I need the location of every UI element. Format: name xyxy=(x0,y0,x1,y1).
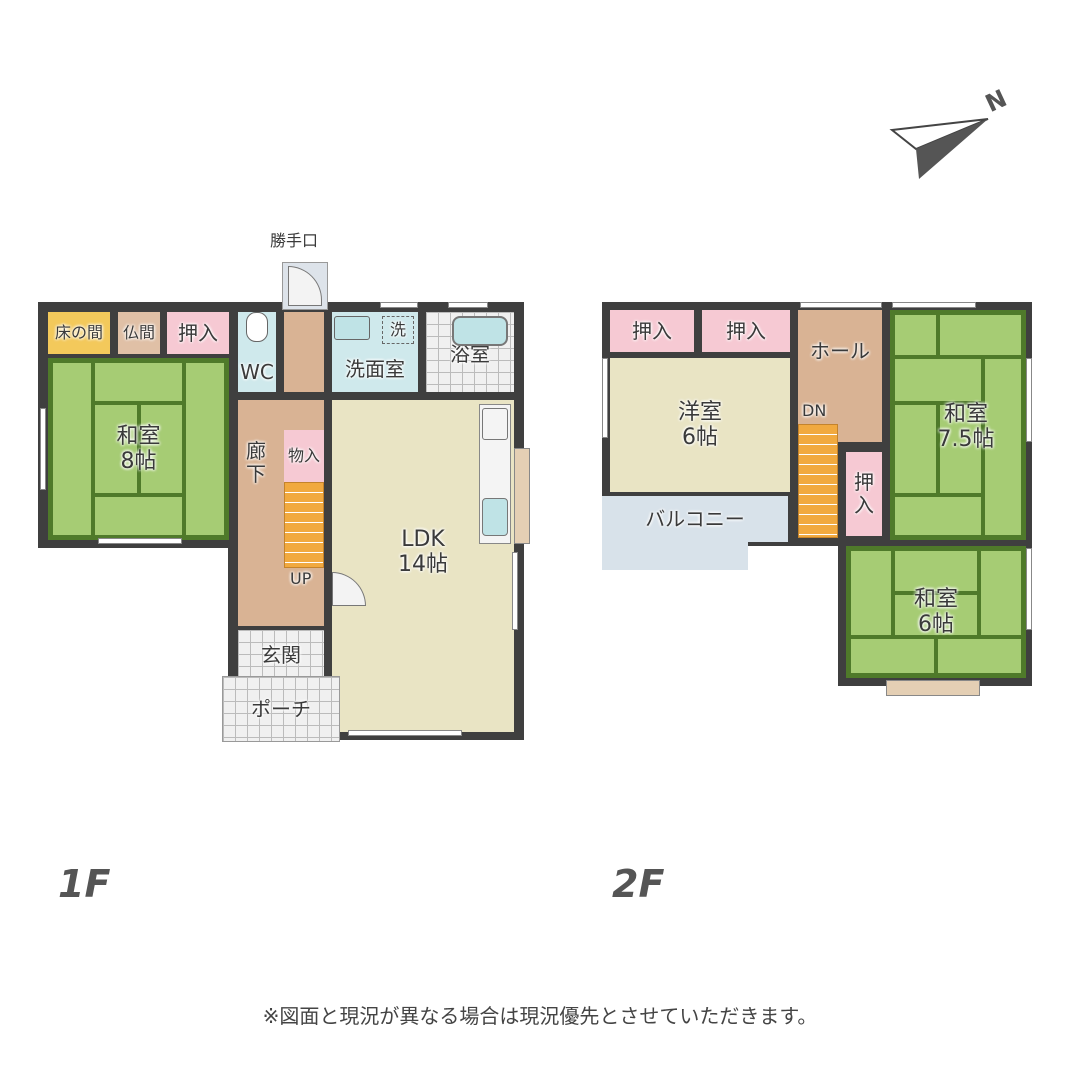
room-senmenjo: 洗面室 xyxy=(332,312,418,392)
label-up: UP xyxy=(290,569,312,588)
room-butsuma: 仏間 xyxy=(118,312,160,354)
room-washitsu-8: 和室 8帖 xyxy=(48,358,229,540)
room-oshiire-1f: 押入 xyxy=(167,312,229,354)
window xyxy=(892,302,976,308)
room-wc: WC xyxy=(238,312,276,392)
floor-label-2f: 2F xyxy=(612,862,665,906)
room-oshiire-2f-a: 押入 xyxy=(610,310,694,352)
stairs-down[interactable] xyxy=(798,424,838,538)
door-ldk[interactable] xyxy=(332,572,366,606)
room-oshiire-2f-b: 押入 xyxy=(702,310,790,352)
compass: N xyxy=(888,84,1018,185)
room-youshitsu: 洋室 6帖 xyxy=(610,358,790,492)
room-porch: ポーチ xyxy=(222,676,340,742)
window xyxy=(1026,358,1032,442)
window xyxy=(380,302,418,308)
kitchen-sink-icon xyxy=(482,498,508,536)
label-dn: DN xyxy=(802,401,827,420)
stairs-up[interactable] xyxy=(284,482,324,568)
room-washitsu-6: 和室 6帖 xyxy=(846,546,1026,678)
balcony-lower xyxy=(602,540,748,570)
label-katteguchi: 勝手口 xyxy=(270,231,319,250)
room-washitsu-7-5: 和室 7.5帖 xyxy=(890,310,1026,540)
window xyxy=(512,552,518,630)
floor-label-1f: 1F xyxy=(58,862,111,906)
stove-icon xyxy=(482,408,508,440)
window xyxy=(98,538,182,544)
window xyxy=(40,408,46,490)
bay-window-2f xyxy=(886,680,980,696)
room-oshiire-2f-c: 押 入 xyxy=(846,452,882,536)
toilet-icon xyxy=(246,312,268,342)
washer-space: 洗 xyxy=(382,316,414,344)
bathtub-icon xyxy=(452,316,508,346)
sink-icon xyxy=(334,316,370,340)
north-arrow-icon xyxy=(889,118,989,179)
room-tokonoma: 床の間 xyxy=(48,312,110,354)
room-hall: ホール xyxy=(798,310,882,442)
window xyxy=(448,302,488,308)
footnote: ※図面と現況が異なる場合は現況優先とさせていただきます。 xyxy=(262,1004,818,1028)
window xyxy=(602,358,608,438)
window xyxy=(348,730,462,736)
room-back-corridor xyxy=(284,312,324,392)
window xyxy=(1026,548,1032,630)
room-genkan: 玄関 xyxy=(238,630,324,680)
bay-window xyxy=(514,448,530,544)
window xyxy=(800,302,882,308)
room-balcony: バルコニー xyxy=(602,496,788,542)
room-monoire: 物入 xyxy=(284,430,324,482)
